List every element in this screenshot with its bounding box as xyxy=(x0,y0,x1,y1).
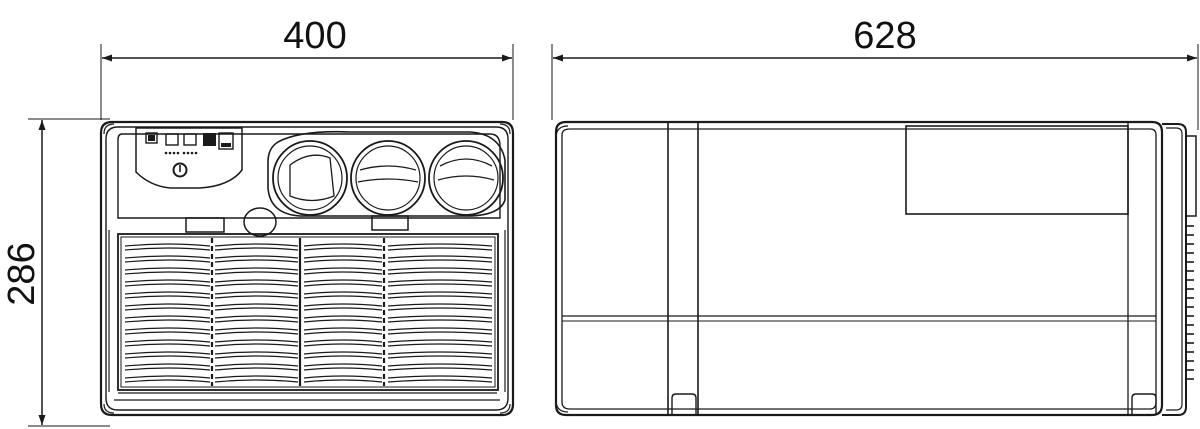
control-panel xyxy=(135,127,243,189)
grille-slat xyxy=(303,375,383,383)
dimension-height-label: 286 xyxy=(1,242,43,305)
grille-slat xyxy=(303,267,383,275)
air-outlet-right xyxy=(428,140,504,216)
grille-slat xyxy=(303,315,383,323)
grille-slat xyxy=(387,279,493,287)
side-view xyxy=(554,120,1197,417)
grille-slat xyxy=(214,291,299,299)
grille-slat xyxy=(303,279,383,287)
grille-slat xyxy=(303,339,383,347)
dimension-length: 628 xyxy=(551,15,1199,130)
grille-slat xyxy=(303,303,383,311)
dimension-length-label: 628 xyxy=(853,15,916,57)
grille-slat xyxy=(124,279,211,287)
grille-slat xyxy=(214,327,299,335)
grille-slat xyxy=(387,267,493,275)
grille-slat xyxy=(124,339,211,347)
grille-slat xyxy=(387,243,493,251)
grille-slat xyxy=(214,303,299,311)
dimension-height: 286 xyxy=(1,118,110,427)
grille-slat xyxy=(303,327,383,335)
grille-slat xyxy=(214,351,299,359)
grille-slat xyxy=(387,315,493,323)
air-outlet-middle xyxy=(350,140,426,216)
grille-slat xyxy=(124,315,211,323)
grille-slat xyxy=(387,255,493,263)
grille-slat xyxy=(303,255,383,263)
grille-slat xyxy=(214,315,299,323)
grille-slat xyxy=(303,291,383,299)
grille-slat xyxy=(387,351,493,359)
grille-slat xyxy=(214,339,299,347)
grille-slat xyxy=(387,291,493,299)
grille-slat xyxy=(124,363,211,371)
grille-slat xyxy=(214,255,299,263)
grille-slat xyxy=(124,255,211,263)
grille-slat xyxy=(124,375,211,383)
front-grille xyxy=(117,233,499,391)
grille-slat xyxy=(214,375,299,383)
grille-slat xyxy=(124,327,211,335)
dimension-width: 400 xyxy=(100,15,514,120)
grille-slat xyxy=(387,375,493,383)
grille-slat xyxy=(303,243,383,251)
power-knob-icon xyxy=(172,162,188,178)
grille-slat xyxy=(387,339,493,347)
grille-slat xyxy=(124,267,211,275)
grille-slat xyxy=(387,327,493,335)
drain-port xyxy=(243,207,277,237)
dimension-width-label: 400 xyxy=(283,15,346,57)
grille-slat xyxy=(214,279,299,287)
front-view xyxy=(99,120,515,417)
grille-slat xyxy=(214,267,299,275)
grille-slat xyxy=(214,363,299,371)
grille-slat xyxy=(124,243,211,251)
grille-slat xyxy=(387,303,493,311)
grille-slat xyxy=(303,363,383,371)
grille-slat xyxy=(303,351,383,359)
grille-slat xyxy=(124,291,211,299)
air-outlet-left xyxy=(272,140,348,216)
grille-slat xyxy=(124,303,211,311)
air-outlet-group xyxy=(267,130,506,231)
grille-slat xyxy=(387,363,493,371)
grille-slat xyxy=(124,351,211,359)
grille-slat xyxy=(214,243,299,251)
